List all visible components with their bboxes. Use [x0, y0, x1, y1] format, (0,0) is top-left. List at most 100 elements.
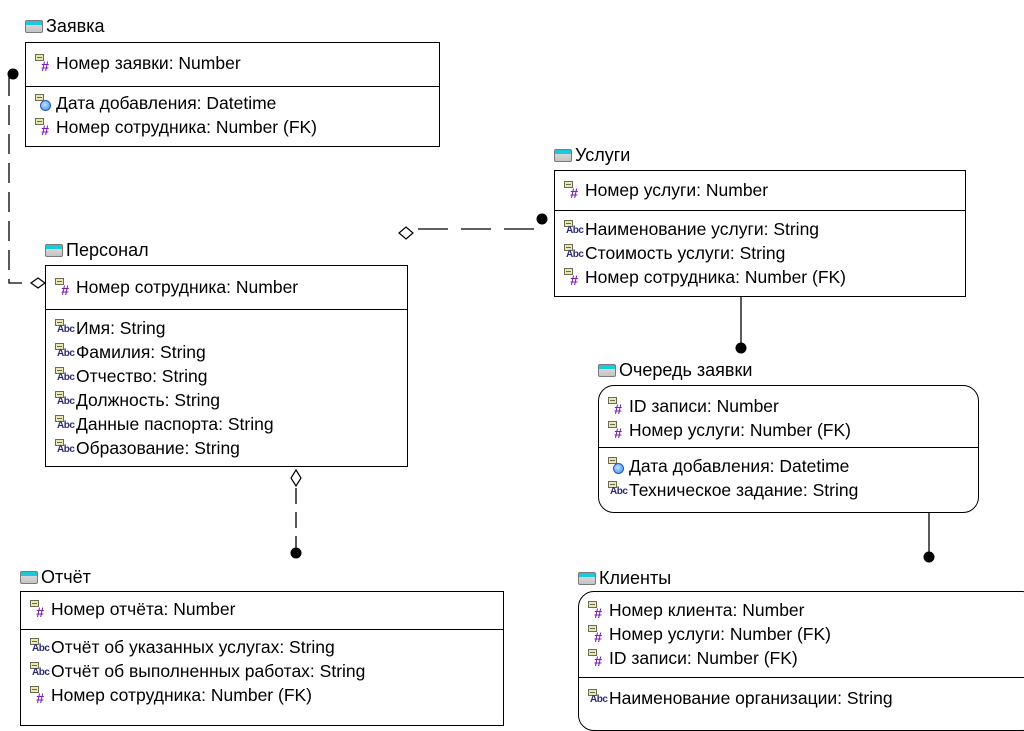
attribute-label: Данные паспорта: String	[76, 413, 274, 434]
attribute-label: Отчество: String	[76, 365, 208, 386]
primary-key-section: # Номер сотрудника: Number	[46, 266, 407, 310]
entity-box: # Номер клиента: Number # Номер услуги: …	[578, 591, 1024, 731]
attribute-row: Abc Образование: String	[46, 436, 407, 460]
attribute-row: Abc Данные паспорта: String	[46, 412, 407, 436]
string-key-icon: Abc	[563, 219, 584, 239]
primary-key-section: # Номер заявки: Number	[26, 43, 439, 87]
number-key-icon: #	[29, 685, 49, 705]
attribute-label: Номер сотрудника: Number (FK)	[56, 116, 318, 137]
table-icon	[578, 571, 596, 585]
primary-key-section: # Номер клиента: Number # Номер услуги: …	[579, 592, 1024, 678]
attribute-section: Дата добавления: Datetime Abc Техническо…	[599, 448, 978, 502]
attribute-section: Abc Имя: String Abc Фамилия: String Abc …	[46, 310, 407, 460]
entity-title-text: Заявка	[46, 15, 105, 36]
number-key-icon: #	[587, 600, 607, 620]
attribute-row: Abc Наименование услуги: String	[555, 217, 965, 241]
number-key-icon: #	[54, 277, 74, 297]
attribute-row: Дата добавления: Datetime	[599, 454, 978, 478]
zayavka-personal-dot	[7, 68, 19, 80]
personal-otchet-dot	[290, 547, 302, 559]
attribute-label: Номер услуги: Number	[585, 179, 769, 200]
string-key-icon: Abc	[54, 318, 75, 338]
entity-title: Клиенты	[578, 568, 671, 588]
string-key-icon: Abc	[54, 414, 75, 434]
number-key-icon: #	[563, 180, 583, 200]
datetime-key-icon	[607, 456, 627, 476]
attribute-label: Дата добавления: Datetime	[629, 455, 850, 476]
attribute-label: Номер услуги: Number (FK)	[629, 419, 851, 440]
attribute-row: Abc Должность: String	[46, 388, 407, 412]
entity-title: Услуги	[554, 145, 630, 165]
attribute-label: Наименование услуги: String	[585, 218, 820, 239]
string-key-icon: Abc	[587, 688, 608, 708]
entity-title-text: Очередь заявки	[619, 359, 753, 380]
entity-title: Очередь заявки	[598, 360, 752, 380]
personal-otchet-diamond	[290, 468, 302, 488]
attribute-label: Номер услуги: Number (FK)	[609, 623, 831, 644]
attribute-row: # Номер сотрудника: Number (FK)	[555, 265, 965, 289]
attribute-label: Образование: String	[76, 437, 240, 458]
entity-box: # Номер сотрудника: Number Abc Имя: Stri…	[45, 265, 408, 467]
attribute-label: Номер сотрудника: Number (FK)	[51, 684, 313, 705]
uslugi-personal-dot	[536, 213, 548, 225]
attribute-row: Дата добавления: Datetime	[26, 91, 439, 115]
string-key-icon: Abc	[563, 243, 584, 263]
attribute-label: Дата добавления: Datetime	[56, 92, 277, 113]
attribute-label: Техническое задание: String	[629, 479, 859, 500]
table-icon	[554, 148, 572, 162]
entity-box: # Номер заявки: Number Дата добавления: …	[25, 42, 440, 147]
attribute-label: Фамилия: String	[76, 341, 206, 362]
attribute-section: Abc Наименование организации: String	[579, 678, 1024, 710]
attribute-row: Abc Имя: String	[46, 316, 407, 340]
attribute-row: # Номер услуги: Number	[555, 178, 965, 202]
number-key-icon: #	[607, 420, 627, 440]
entity-title: Отчёт	[20, 567, 91, 587]
relationship-lines	[7, 68, 935, 563]
number-key-icon: #	[563, 267, 583, 287]
attribute-row: Abc Отчёт об выполненных работах: String	[21, 659, 503, 683]
attribute-row: Abc Стоимость услуги: String	[555, 241, 965, 265]
attribute-label: Номер заявки: Number	[56, 52, 241, 73]
number-key-icon: #	[607, 396, 627, 416]
entity-title-text: Услуги	[575, 144, 631, 165]
primary-key-section: # Номер отчёта: Number	[21, 592, 503, 630]
number-key-icon: #	[34, 117, 54, 137]
table-icon	[598, 363, 616, 377]
attribute-row: # Номер сотрудника: Number (FK)	[21, 683, 503, 707]
number-key-icon: #	[587, 648, 607, 668]
string-key-icon: Abc	[607, 480, 628, 500]
attribute-row: Abc Техническое задание: String	[599, 478, 978, 502]
string-key-icon: Abc	[54, 342, 75, 362]
primary-key-section: # ID записи: Number # Номер услуги: Numb…	[599, 386, 978, 448]
ochered-klienty-dot	[923, 551, 935, 563]
number-key-icon: #	[34, 53, 54, 73]
attribute-row: # ID записи: Number (FK)	[579, 646, 1024, 670]
attribute-section: Abc Отчёт об указанных услугах: String A…	[21, 630, 503, 707]
attribute-label: Отчёт об указанных услугах: String	[51, 636, 335, 657]
attribute-label: Номер клиента: Number	[609, 599, 805, 620]
number-key-icon: #	[29, 599, 49, 619]
string-key-icon: Abc	[54, 390, 75, 410]
entity-title: Персонал	[45, 240, 149, 260]
attribute-row: # Номер сотрудника: Number (FK)	[26, 115, 439, 139]
entity-title-text: Персонал	[66, 239, 149, 260]
string-key-icon: Abc	[54, 366, 75, 386]
attribute-section: Дата добавления: Datetime # Номер сотруд…	[26, 87, 439, 139]
attribute-label: Наименование организации: String	[609, 687, 893, 708]
attribute-row: # Номер клиента: Number	[579, 598, 1024, 622]
table-icon	[20, 570, 38, 584]
string-key-icon: Abc	[29, 637, 50, 657]
attribute-label: ID записи: Number (FK)	[609, 647, 798, 668]
attribute-label: Номер сотрудника: Number	[76, 276, 299, 297]
attribute-label: ID записи: Number	[629, 395, 779, 416]
zayavka-personal-diamond	[29, 277, 47, 289]
attribute-row: Abc Фамилия: String	[46, 340, 407, 364]
attribute-section: Abc Наименование услуги: String Abc Стои…	[555, 211, 965, 289]
entity-box: # Номер отчёта: Number Abc Отчёт об указ…	[20, 591, 504, 726]
rel-zayavka-personal-line	[8, 76, 22, 284]
string-key-icon: Abc	[29, 661, 50, 681]
string-key-icon: Abc	[54, 438, 75, 458]
attribute-label: Отчёт об выполненных работах: String	[51, 660, 366, 681]
attribute-row: # Номер сотрудника: Number	[46, 275, 407, 299]
attribute-row: # Номер отчёта: Number	[21, 597, 503, 621]
